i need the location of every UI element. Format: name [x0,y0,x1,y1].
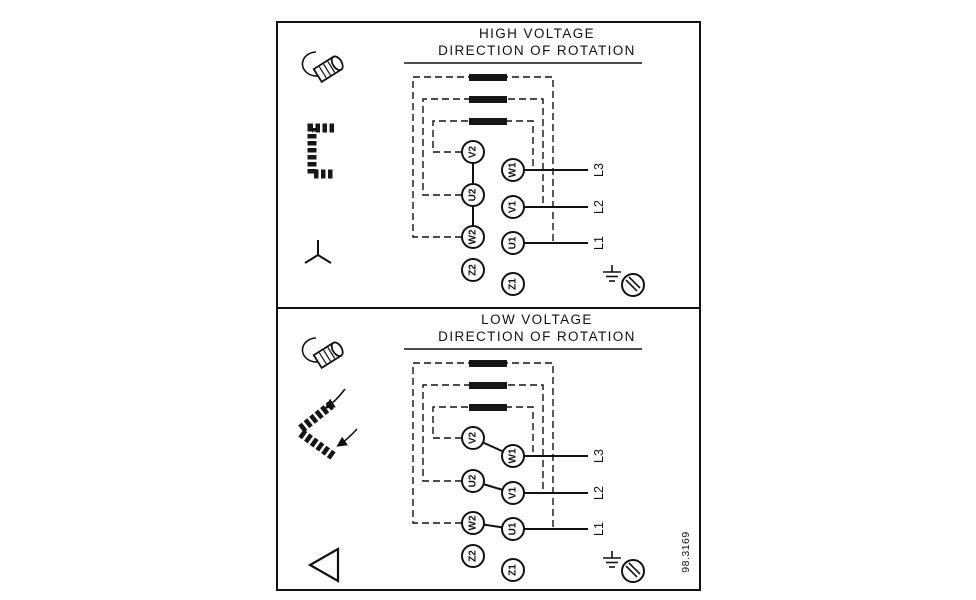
panel-subtitle: DIRECTION OF ROTATION [438,329,636,344]
terminal-v1-label: V1 [508,486,519,499]
low-voltage-panel: LOW VOLTAGE DIRECTION OF ROTATION V2 U2 … [298,312,645,583]
terminal-z2-label: Z2 [468,264,479,276]
terminal-w2 [461,225,485,249]
terminal-v1 [501,195,525,219]
panel-title: LOW VOLTAGE [481,312,593,327]
line-l1-label: L1 [592,522,606,536]
terminal-u2 [461,183,485,207]
terminal-u1 [501,231,525,255]
terminal-z2 [461,544,485,568]
terminal-u1 [501,517,525,541]
terminal-v2-label: V2 [468,431,479,444]
delta-jumper-strip-icon [298,388,358,460]
terminal-w1-label: W1 [508,162,519,177]
rotation-direction-icon [301,337,344,370]
high-voltage-panel: HIGH VOLTAGE DIRECTION OF ROTATION V2 U2… [301,26,645,297]
terminal-v1-label: V1 [508,200,519,213]
jumper-bar [469,382,507,389]
jumper-bar [469,404,507,411]
line-l1-label: L1 [592,236,606,250]
terminal-z1 [501,558,525,582]
jumper-bar [469,360,507,367]
terminal-w1 [501,444,525,468]
line-l2-label: L2 [592,486,606,500]
terminal-z1 [501,272,525,296]
low-voltage-panel-frame [276,307,701,591]
drawing-number: 98.3169 [680,531,692,572]
terminal-u2 [461,469,485,493]
star-jumper-strip-icon [307,123,334,179]
terminal-w1 [501,158,525,182]
terminal-z2-label: Z2 [468,550,479,562]
terminal-w2 [461,511,485,535]
terminal-w1-label: W1 [508,448,519,463]
panel-title: HIGH VOLTAGE [479,26,595,41]
line-l3-label: L3 [592,163,606,177]
terminal-v2-label: V2 [468,145,479,158]
rotation-direction-icon [301,51,344,84]
terminal-w2-label: W2 [468,229,479,244]
terminal-u2-label: U2 [468,188,479,201]
terminal-v2 [461,140,485,164]
terminal-u2-label: U2 [468,474,479,487]
terminal-z1-label: Z1 [508,564,519,576]
ground-terminal-icon [603,551,645,583]
line-l3-label: L3 [592,449,606,463]
terminal-u1-label: U1 [508,236,519,249]
terminal-w2-label: W2 [468,515,479,530]
jumper-bar [469,96,507,103]
jumper-bar [469,74,507,81]
terminal-v2 [461,426,485,450]
ground-terminal-icon [603,265,645,297]
jumper-bar [469,118,507,125]
terminal-z1-label: Z1 [508,278,519,290]
terminal-z2 [461,258,485,282]
panel-subtitle: DIRECTION OF ROTATION [438,43,636,58]
star-symbol-icon [304,240,332,264]
terminal-u1-label: U1 [508,522,519,535]
delta-symbol-icon [307,547,340,583]
line-l2-label: L2 [592,200,606,214]
terminal-v1 [501,481,525,505]
